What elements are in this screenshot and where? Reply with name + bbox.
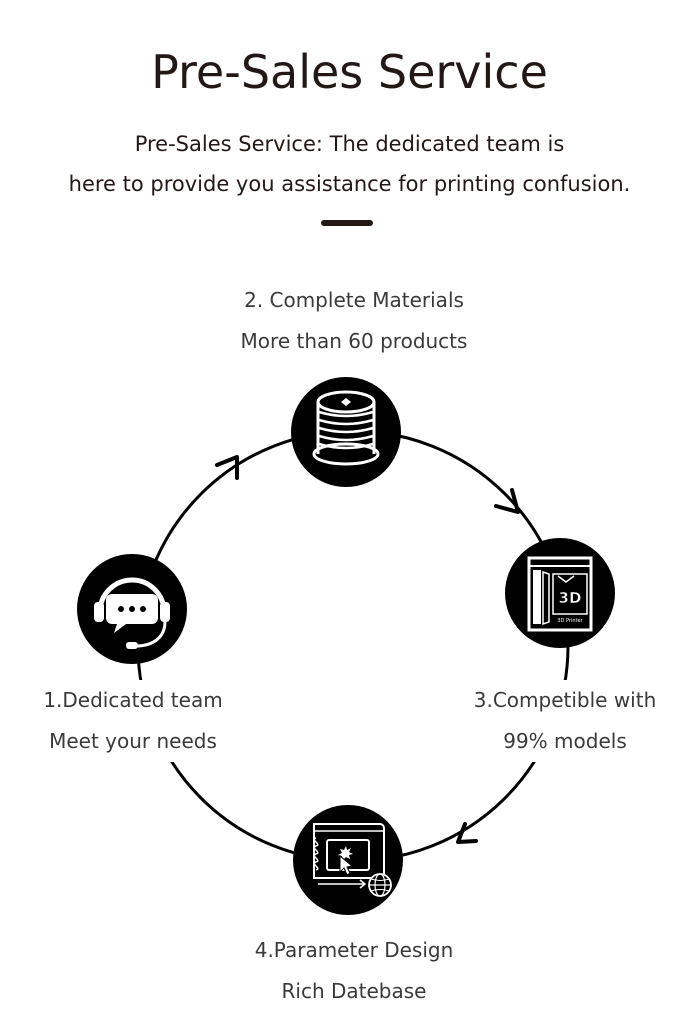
step-3-title: 3.Competible with: [473, 688, 657, 712]
parameter-software-icon: [293, 805, 403, 915]
step-2-title: 2. Complete Materials: [244, 288, 464, 312]
headset-chat-icon: [77, 554, 187, 664]
step-4-label: 4.Parameter Design Rich Datebase: [224, 930, 484, 1012]
arrow-head-right: [494, 488, 520, 514]
step-4-title: 4.Parameter Design: [254, 938, 454, 962]
arrow-head-down-right: [456, 822, 478, 844]
step-2-subtitle: More than 60 products: [240, 329, 468, 353]
intro-line-1: Pre-Sales Service: The dedicated team is: [134, 132, 565, 156]
page-title: Pre-Sales Service: [151, 45, 548, 99]
step-1-subtitle: Meet your needs: [49, 729, 217, 753]
intro-text: Pre-Sales Service: The dedicated team is…: [0, 124, 699, 204]
printer-badge-text: 3D: [559, 589, 582, 607]
3d-printer-icon: 3D 3D Printer: [505, 538, 615, 648]
intro-line-2: here to provide you assistance for print…: [68, 172, 631, 196]
step-4-subtitle: Rich Datebase: [281, 979, 427, 1003]
cycle-ring: [136, 429, 570, 863]
step-1-title: 1.Dedicated team: [43, 688, 223, 712]
step-3-label: 3.Competible with 99% models: [460, 680, 670, 762]
arrow-head-up-left: [215, 455, 239, 480]
filament-spool-icon: [291, 377, 401, 487]
step-1-label: 1.Dedicated team Meet your needs: [28, 680, 238, 762]
title-divider: [321, 220, 373, 226]
step-3-subtitle: 99% models: [503, 729, 627, 753]
step-2-label: 2. Complete Materials More than 60 produ…: [214, 280, 494, 362]
printer-caption-text: 3D Printer: [557, 618, 583, 624]
